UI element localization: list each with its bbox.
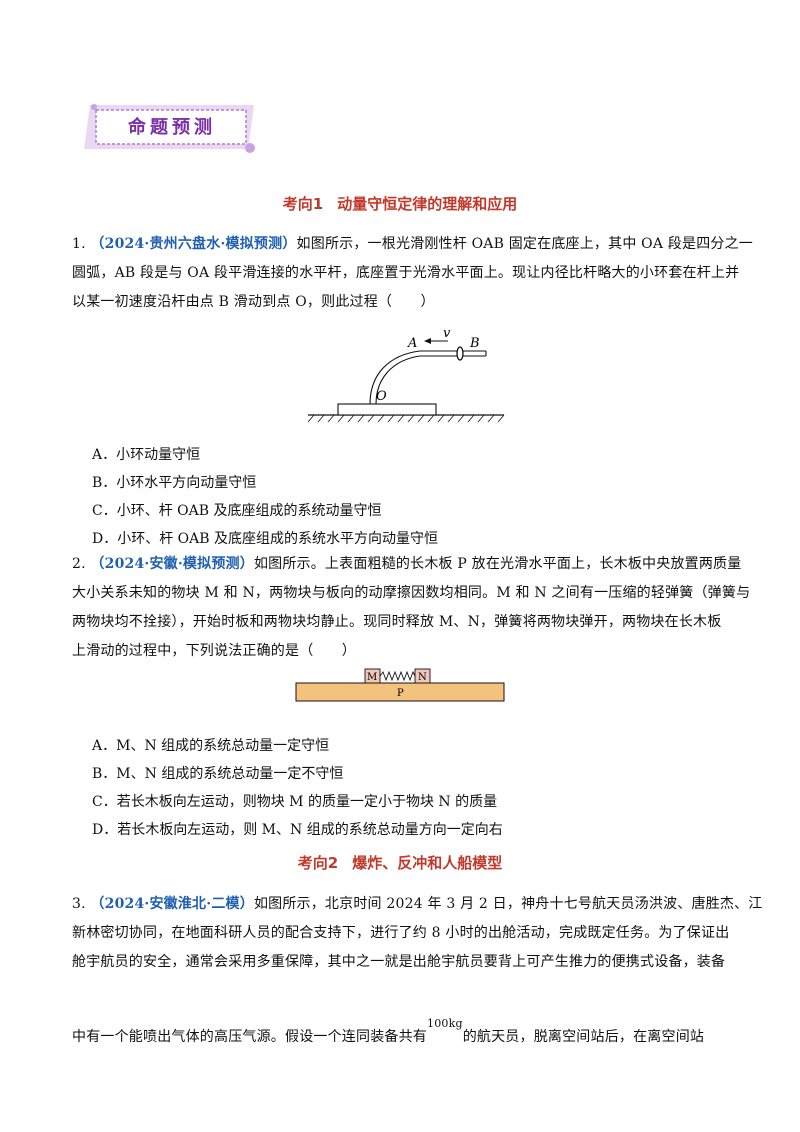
base-block [337, 403, 437, 416]
board-p [295, 682, 505, 702]
q3-number: 3. [72, 896, 86, 912]
ground-hatch [308, 414, 505, 423]
label-a: A [407, 336, 417, 351]
q2-option-b: B．M、N 组成的系统总动量一定不守恒 [92, 766, 344, 782]
q1-option-d: D．小环、杆 OAB 及底座组成的系统水平方向动量守恒 [92, 531, 438, 547]
q3-text-1: 如图所示，北京时间 2024 年 3 月 2 日，神舟十七号航天员汤洪波、唐胜杰… [253, 896, 763, 912]
q3-text-4b: 的航天员，脱离空间站后，在离空间站 [462, 1029, 705, 1045]
q3-line-4: 中有一个能喷出气体的高压气源。假设一个连同装备共有100kg的航天员，脱离空间站… [72, 1017, 705, 1046]
q2-text-1: 如图所示。上表面粗糙的长木板 P 放在光滑水平面上，长木板中央放置两质量 [253, 556, 742, 572]
q1-option-b: B．小环水平方向动量守恒 [92, 475, 257, 491]
q2-option-c: C．若长木板向左运动，则物块 M 的质量一定小于物块 N 的质量 [92, 794, 498, 810]
q1-option-a: A．小环动量守恒 [92, 447, 201, 463]
q3-line-3: 舱宇航员的安全，通常会采用多重保障，其中之一就是出舱宇航员要背上可产生推力的便携… [72, 954, 726, 970]
label-p: P [397, 688, 404, 699]
q3-line-2: 新林密切协同，在地面科研人员的配合支持下，进行了约 8 小时的出舱活动，完成既定… [72, 925, 730, 941]
small-ring [456, 346, 464, 361]
q1-line-3: 以某一初速度沿杆由点 B 滑动到点 O，则此过程（ ） [72, 294, 435, 310]
q1-source: （2024·贵州六盘水·模拟预测） [90, 236, 297, 252]
q1-text-1: 如图所示，一根光滑刚性杆 OAB 固定在底座上，其中 OA 段是四分之一 [296, 236, 754, 252]
q2-source: （2024·安徽·模拟预测） [90, 556, 254, 572]
banner-title: 命题预测 [128, 117, 216, 138]
q2-line-2: 大小关系未知的物块 M 和 N，两物块与板向的动摩擦因数均相同。M 和 N 之间… [72, 585, 751, 601]
q3-text-4a: 中有一个能喷出气体的高压气源。假设一个连同装备共有 [72, 1029, 427, 1045]
topic-heading-1: 考向1 动量守恒定律的理解和应用 [0, 193, 800, 214]
q1-number: 1. [72, 236, 86, 252]
q1-figure: v A B O [308, 326, 505, 423]
topic-heading-2: 考向2 爆炸、反冲和人船模型 [0, 852, 800, 873]
topic-title: 动量守恒定律的理解和应用 [337, 195, 518, 213]
q2-figure: M N P [295, 668, 505, 702]
q3-mass: 100kg [427, 1017, 463, 1030]
q2-line-1: 2. （2024·安徽·模拟预测）如图所示。上表面粗糙的长木板 P 放在光滑水平… [72, 553, 741, 573]
rod-arc [369, 350, 486, 405]
label-o: O [376, 389, 387, 404]
topic-title: 爆炸、反冲和人船模型 [352, 854, 503, 872]
topic-number: 考向1 [282, 195, 324, 213]
label-b: B [469, 336, 480, 351]
q2-number: 2. [72, 556, 86, 572]
q2-option-a: A．M、N 组成的系统总动量一定守恒 [92, 738, 330, 754]
label-n: N [418, 672, 427, 683]
q2-line-4: 上滑动的过程中，下列说法正确的是（ ） [72, 643, 356, 659]
q2-option-d: D．若长木板向左运动，则 M、N 组成的系统总动量方向一定向右 [92, 822, 503, 838]
q1-line-1: 1. （2024·贵州六盘水·模拟预测）如图所示，一根光滑刚性杆 OAB 固定在… [72, 233, 753, 253]
q2-line-3: 两物块均不拴接），开始时板和两物块均静止。现同时释放 M、N，弹簧将两物块弹开，… [72, 614, 722, 630]
banner-frame [84, 104, 255, 153]
topic-number: 考向2 [297, 854, 339, 872]
spring [379, 670, 416, 682]
label-v: v [443, 326, 451, 341]
q1-line-2: 圆弧，AB 段是与 OA 段平滑连接的水平杆，底座置于光滑水平面上。现让内径比杆… [72, 265, 740, 281]
label-m: M [367, 672, 377, 683]
q3-source: （2024·安徽淮北·二模） [90, 896, 254, 912]
q1-option-c: C．小环、杆 OAB 及底座组成的系统动量守恒 [92, 503, 382, 519]
q3-line-1: 3. （2024·安徽淮北·二模）如图所示，北京时间 2024 年 3 月 2 … [72, 893, 762, 913]
